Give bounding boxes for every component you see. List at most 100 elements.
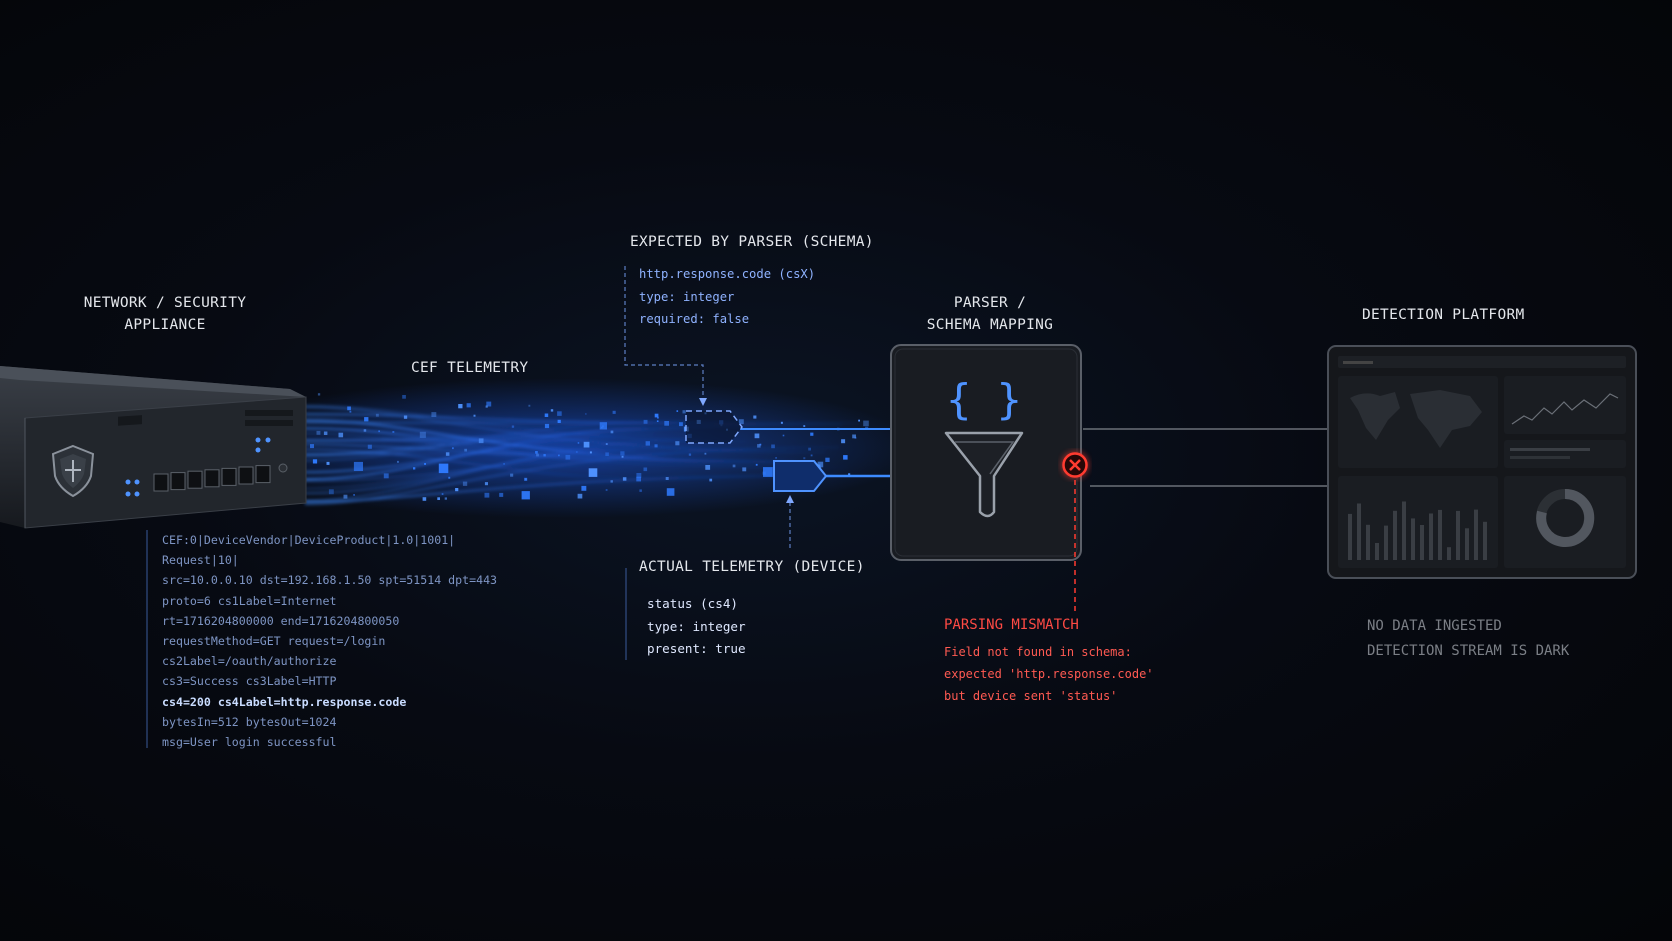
telemetry-particle [780,421,783,424]
telemetry-particle [397,460,399,463]
telemetry-particle [353,494,355,496]
telemetry-particle [452,447,454,450]
telemetry-particle [588,468,598,477]
beam-line [304,432,655,442]
telemetry-particles [310,393,869,501]
telemetry-particle [782,434,785,437]
telemetry-particle [521,491,530,500]
telemetry-particle [364,417,369,422]
schema-title: EXPECTED BY PARSER (SCHEMA) [630,234,874,250]
telemetry-particle [605,443,608,445]
telemetry-particle [682,410,686,414]
dashboard-bar [1456,510,1460,560]
log-line-highlighted: cs4=200 cs4Label=http.response.code [162,694,407,709]
telemetry-particle [639,489,642,492]
telemetry-particle [558,454,560,457]
device-fields: status (cs4) type: integer present: true [647,593,746,661]
expected-field-marker [685,410,743,444]
schema-arrow-icon [699,398,707,406]
appliance-title: NETWORK / SECURITY APPLIANCE [75,292,255,336]
parser-title-line-2: SCHEMA MAPPING [926,317,1054,333]
telemetry-particle [643,419,648,424]
telemetry-particle [656,420,659,422]
dashboard-bar [1465,528,1469,560]
platform-status-line: NO DATA INGESTED [1367,618,1502,634]
telemetry-particle [550,409,554,412]
telemetry-particle [808,447,811,451]
dashboard-bar [1429,513,1433,560]
actual-field-marker [773,460,828,492]
platform-status: NO DATA INGESTED DETECTION STREAM IS DAR… [1367,614,1569,664]
telemetry-particle [484,492,490,498]
telemetry-particle [742,467,747,472]
telemetry-particle [753,415,757,419]
telemetry-particle [577,442,580,444]
telemetry-particle [462,481,468,486]
telemetry-particle [709,478,713,482]
telemetry-particle [378,430,380,433]
dashboard-bar [1402,501,1406,560]
telemetry-particle [688,453,692,456]
telemetry-particle [424,463,426,465]
telemetry-particle [843,455,848,460]
braces-icon: { } [946,375,1022,424]
beam-line [304,427,615,471]
telemetry-particle [738,419,744,425]
telemetry-particle [852,434,856,439]
beam-line [304,438,701,502]
dashboard-bar [1420,525,1424,560]
telemetry-particle [803,457,806,460]
telemetry-particle [392,431,395,433]
telemetry-particle [535,451,538,454]
telemetry-particle [825,457,830,462]
telemetry-particle [757,444,761,448]
telemetry-particle [575,451,578,453]
telemetry-particle [676,410,679,412]
telemetry-particle [458,404,463,409]
schema-field: required: false [639,312,750,326]
telemetry-particle [704,452,707,455]
ethernet-port [170,472,186,491]
telemetry-particle [367,444,372,449]
appliance-title-line-2: APPLIANCE [124,317,206,333]
telemetry-particle [657,416,659,419]
cef-log: CEF:0|DeviceVendor|DeviceProduct|1.0|100… [162,530,497,752]
telemetry-particle [544,413,549,417]
device-arrow-icon [786,495,794,503]
device-title: ACTUAL TELEMETRY (DEVICE) [639,559,865,575]
log-line: rt=1716204800000 end=1716204800050 [162,613,400,628]
platform-title: DETECTION PLATFORM [1362,307,1525,323]
telemetry-particle [565,454,571,460]
telemetry-particle [448,476,451,479]
telemetry-particle [636,476,641,482]
telemetry-particle [610,430,614,434]
schema-field: type: integer [639,289,735,304]
telemetry-beam [304,405,861,505]
telemetry-particle [763,467,773,477]
device-field: present: true [647,641,746,656]
device-field: status (cs4) [647,596,738,611]
log-line: CEF:0|DeviceVendor|DeviceProduct|1.0|100… [162,533,456,547]
telemetry-particle [543,454,546,457]
beam-line [304,419,784,464]
ethernet-port [255,465,271,484]
telemetry-particle [328,489,334,495]
beam-line [304,405,748,443]
telemetry-particle [705,465,711,470]
ethernet-port [221,467,237,486]
telemetry-particle [557,419,561,423]
telemetry-particle [771,444,775,449]
telemetry-particle [577,493,583,499]
log-line: proto=6 cs1Label=Internet [162,593,337,608]
dashboard-bar [1366,524,1370,560]
telemetry-particle [612,410,616,414]
telemetry-particle [375,413,379,417]
telemetry-particle [343,494,348,499]
parser-title: PARSER / SCHEMA MAPPING [900,292,1080,336]
telemetry-particle [732,464,736,468]
telemetry-particle [620,451,625,456]
telemetry-particle [679,422,683,427]
telemetry-particle [484,482,488,486]
telemetry-particle [473,414,476,417]
telemetry-particle [347,406,351,411]
